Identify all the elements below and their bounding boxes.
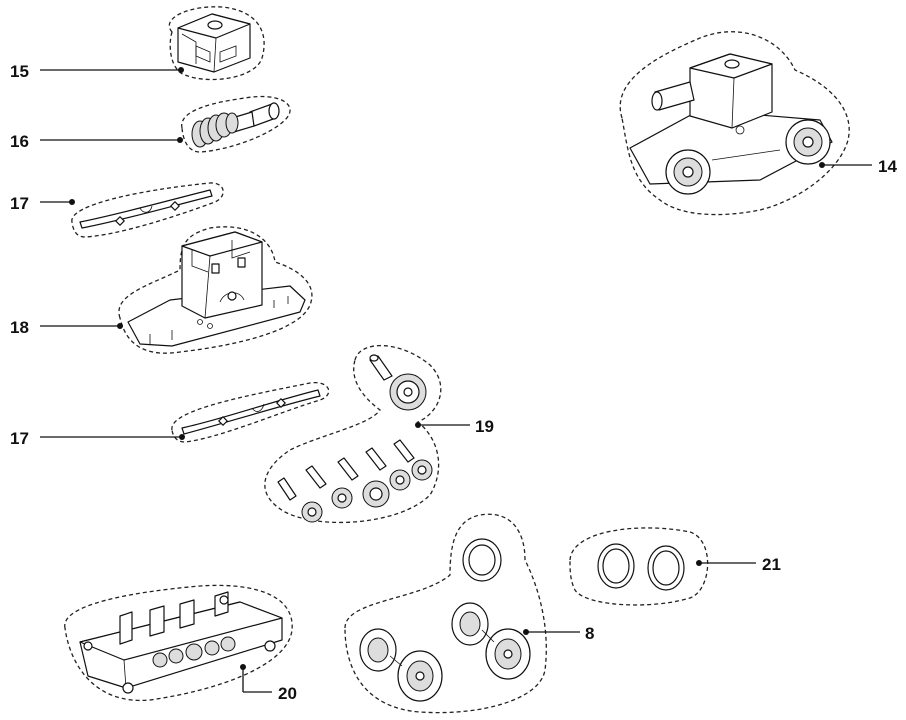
part-17-strip-lower [171,382,330,443]
part-21-traction-tyres [569,527,709,606]
callout-17-upper: 17 [10,194,29,213]
callout-18: 18 [10,318,29,337]
callout-17-lower: 17 [10,429,29,448]
callout-14: 14 [878,157,897,176]
part-18-chassis-frame [118,226,313,354]
part-8-wheelsets [344,513,547,714]
part-16-worm-gear [181,95,291,153]
part-19-gear-set [264,344,442,524]
group-outline-17a [71,182,224,238]
part-15-housing-cap [168,6,265,81]
part-20-bogie-frame [64,584,293,701]
part-14-assembled-bogie [619,31,850,216]
callout-16: 16 [10,132,29,151]
group-outline-14 [619,31,850,216]
group-outline-16 [181,95,291,153]
callout-21: 21 [762,555,781,574]
callout-15: 15 [10,62,29,81]
group-outline-15 [168,6,265,81]
callout-20: 20 [278,684,297,703]
group-outline-17b [171,382,330,443]
group-outline-18 [118,226,313,354]
callout-8: 8 [585,624,594,643]
group-outline-8 [344,513,547,714]
leader-lines [40,67,872,693]
group-outline-21 [569,527,709,606]
callout-19: 19 [475,417,494,436]
part-17-strip-upper [71,182,224,238]
